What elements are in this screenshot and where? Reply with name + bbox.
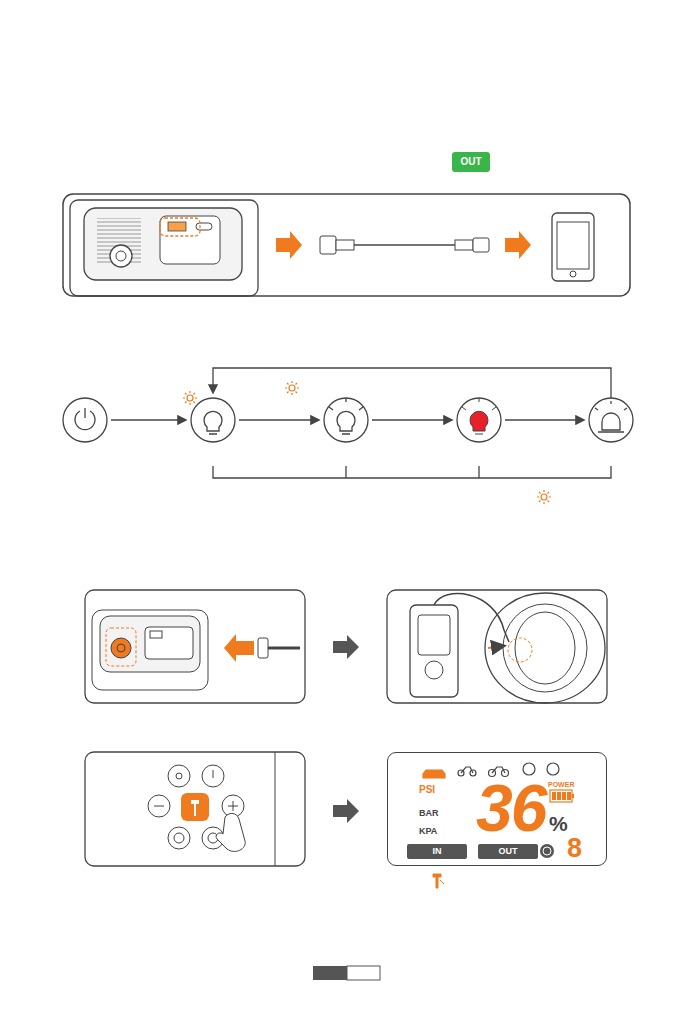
label-badge: OUT bbox=[478, 844, 538, 859]
display-text: 8 bbox=[567, 835, 582, 862]
display-text: % bbox=[549, 813, 568, 834]
display-text: PSI bbox=[419, 785, 435, 795]
display-text: IN bbox=[433, 847, 442, 856]
display-text: OUT bbox=[460, 157, 481, 167]
label-badge: IN bbox=[407, 844, 467, 859]
label-badge: OUT bbox=[452, 152, 490, 172]
display-text: KPA bbox=[419, 827, 437, 836]
lcd-screen: PSI BAR KPA 36POWER%8 IN OUT bbox=[387, 752, 607, 866]
display-text: BAR bbox=[419, 809, 439, 818]
display-text: POWER bbox=[548, 781, 574, 788]
display-text: OUT bbox=[499, 847, 518, 856]
display-text: 36 bbox=[476, 775, 545, 841]
